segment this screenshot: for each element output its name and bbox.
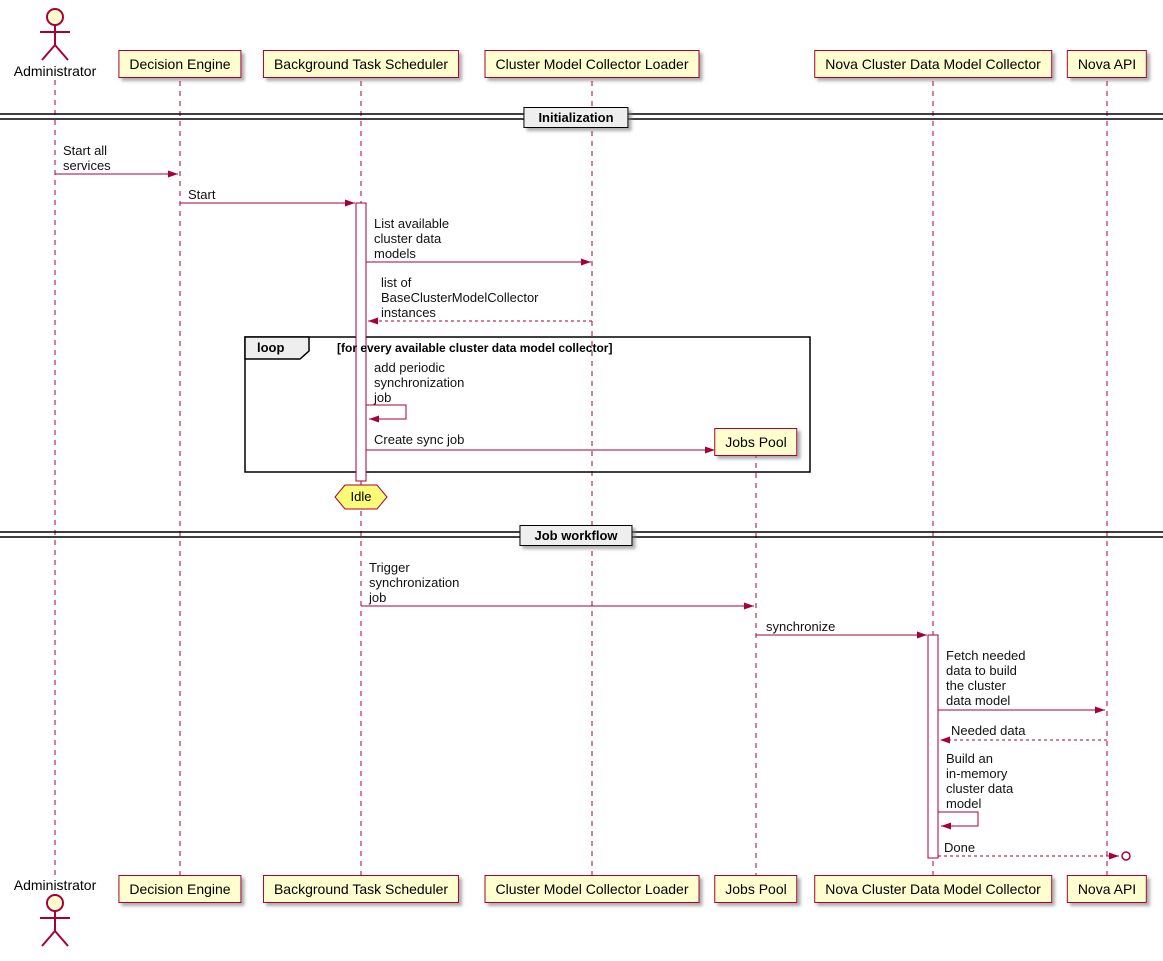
message-trigger-sync: Trigger synchronization job bbox=[369, 560, 460, 605]
loop-frame-tab bbox=[244, 336, 310, 360]
arrow-self-build-model bbox=[938, 811, 979, 830]
message-done: Done bbox=[944, 840, 976, 855]
participant-cluster-model-collector-loader-top: Cluster Model Collector Loader bbox=[484, 50, 700, 78]
participant-background-task-scheduler-bottom: Background Task Scheduler bbox=[262, 875, 460, 903]
loop-keyword-label: loop bbox=[257, 340, 285, 355]
loop-condition-label: [for every available cluster data model … bbox=[337, 341, 613, 355]
idle-hexagon-note bbox=[334, 484, 388, 510]
actor-label-administrator-top: Administrator bbox=[13, 63, 97, 79]
participant-decision-engine-top: Decision Engine bbox=[118, 50, 242, 78]
administrator-actor-icon-bottom bbox=[40, 894, 70, 947]
participant-jobs-pool-bottom: Jobs Pool bbox=[714, 875, 798, 903]
message-list-of-instances: list of BaseClusterModelCollector instan… bbox=[381, 275, 539, 320]
participant-nova-api-top: Nova API bbox=[1066, 50, 1148, 78]
activation-background-task-scheduler bbox=[355, 202, 367, 482]
message-create-sync-job: Create sync job bbox=[374, 432, 465, 447]
arrow-self-add-periodic bbox=[366, 404, 407, 423]
arrows-group bbox=[55, 170, 1131, 861]
done-endpoint-circle bbox=[1121, 851, 1131, 861]
participant-nova-cluster-data-model-collector-bottom: Nova Cluster Data Model Collector bbox=[814, 875, 1052, 903]
message-list-available: List available cluster data models bbox=[374, 216, 450, 261]
message-build-model: Build an in-memory cluster data model bbox=[946, 751, 1014, 811]
activation-bars-group bbox=[355, 202, 939, 859]
idle-note-label: Idle bbox=[350, 489, 372, 504]
participant-background-task-scheduler-top: Background Task Scheduler bbox=[262, 50, 460, 78]
administrator-actor-icon-top bbox=[40, 8, 70, 61]
message-start-all-services: Start all services bbox=[63, 143, 111, 173]
activation-nova-cluster-data-model-collector bbox=[927, 634, 939, 859]
message-synchronize: synchronize bbox=[766, 619, 836, 634]
message-start: Start bbox=[188, 187, 216, 202]
divider-initialization-label: Initialization bbox=[523, 107, 629, 128]
actor-label-administrator-bottom: Administrator bbox=[13, 877, 97, 893]
participant-nova-cluster-data-model-collector-top: Nova Cluster Data Model Collector bbox=[814, 50, 1052, 78]
divider-job-workflow-label: Job workflow bbox=[519, 525, 633, 546]
message-fetch-needed: Fetch needed data to build the cluster d… bbox=[946, 648, 1026, 708]
message-needed-data: Needed data bbox=[951, 723, 1026, 738]
loop-frame-border bbox=[244, 336, 811, 473]
participant-cluster-model-collector-loader-bottom: Cluster Model Collector Loader bbox=[484, 875, 700, 903]
participant-nova-api-bottom: Nova API bbox=[1066, 875, 1148, 903]
participant-decision-engine-bottom: Decision Engine bbox=[118, 875, 242, 903]
divider-lines-group bbox=[0, 113, 1163, 538]
loop-frame bbox=[244, 336, 811, 473]
participant-jobs-pool-created: Jobs Pool bbox=[714, 428, 798, 456]
message-add-periodic: add periodic synchronization job bbox=[374, 360, 465, 405]
